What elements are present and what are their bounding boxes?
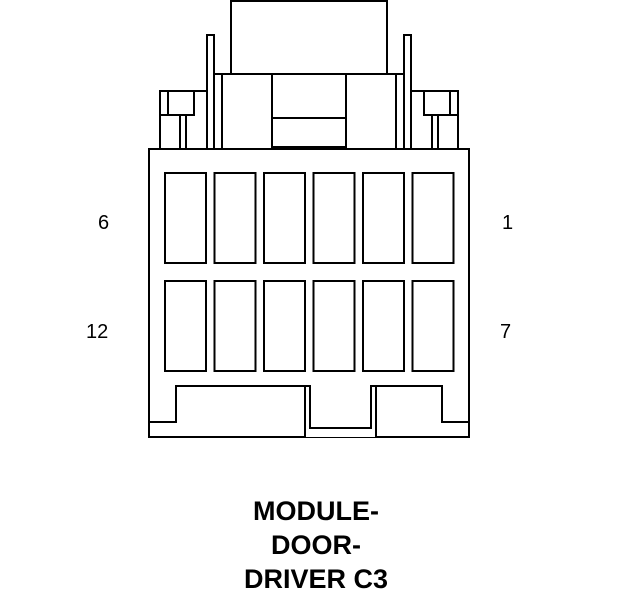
cavity-r1-c2 (213, 172, 257, 264)
connector-title: MODULE- DOOR- DRIVER C3 (160, 494, 472, 596)
cavity-r1-c5 (362, 172, 405, 264)
title-line-2: DOOR- (271, 530, 361, 560)
right-inner-rail (387, 73, 405, 149)
top-lock-tab (230, 0, 388, 75)
cavity-grid (164, 172, 455, 372)
cavity-r1-c3 (263, 172, 306, 264)
pin-label-top-left: 6 (98, 212, 110, 234)
title-line-3: DRIVER C3 (243, 564, 389, 594)
left-ear (167, 90, 195, 116)
cavity-r2-c4 (312, 280, 356, 372)
left-inner-rail (213, 73, 231, 149)
pin-label-top-right: 1 (502, 212, 514, 234)
title-line-1: MODULE- (253, 496, 379, 526)
pin-label-bottom-left: 12 (86, 321, 109, 343)
cavity-r2-c1 (164, 280, 207, 372)
cavity-r2-c2 (213, 280, 257, 372)
cavity-r2-c3 (263, 280, 306, 372)
cavity-r2-c6 (411, 280, 455, 372)
right-outer-rail (403, 34, 412, 149)
left-outer-rail (206, 34, 215, 149)
pin-label-bottom-right: 7 (500, 321, 512, 343)
right-ear (423, 90, 451, 116)
bottom-center-notch (304, 385, 377, 437)
cavity-r1-c6 (411, 172, 455, 264)
cavity-r1-c4 (312, 172, 356, 264)
cavity-r1-c1 (164, 172, 207, 264)
cavity-r2-c5 (362, 280, 405, 372)
